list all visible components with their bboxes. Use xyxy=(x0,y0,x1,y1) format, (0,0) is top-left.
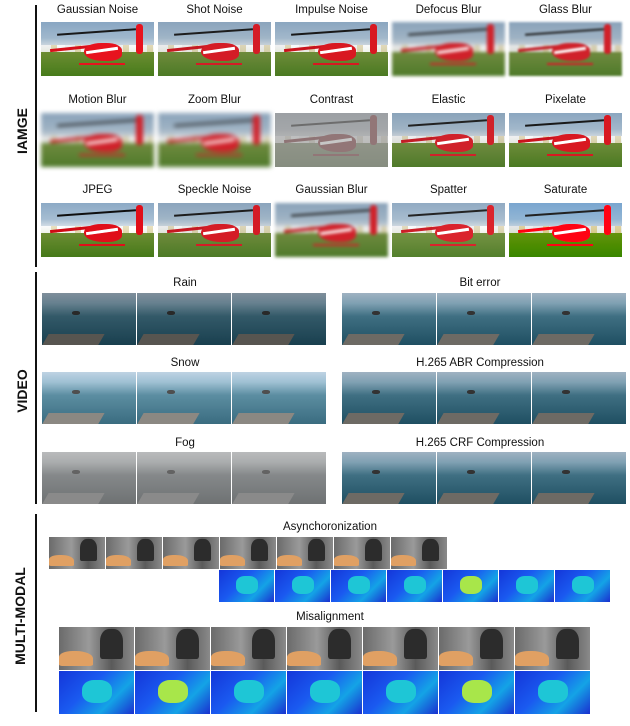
rgb-frame-tile xyxy=(363,627,438,670)
depth-frame-tile xyxy=(211,671,286,714)
section-bar-video xyxy=(35,272,37,504)
rgb-frame-tile xyxy=(49,537,105,569)
rgb-frame-tile xyxy=(515,627,590,670)
rgb-frame-tile xyxy=(439,627,514,670)
video-frame-tile xyxy=(232,452,326,504)
video-frame-tile xyxy=(342,452,436,504)
depth-frame-tile xyxy=(59,671,134,714)
rgb-frame-tile xyxy=(59,627,134,670)
section-label-multimodal: MULTI-MODAL xyxy=(12,567,28,665)
depth-frame-tile xyxy=(275,570,330,602)
caption-h265-abr: H.265 ABR Compression xyxy=(416,357,544,369)
helicopter-image-tile xyxy=(41,203,154,257)
helicopter-image-tile xyxy=(275,22,388,76)
video-frame-tile xyxy=(137,293,231,345)
image-caption: Elastic xyxy=(431,94,466,106)
helicopter-image-tile xyxy=(158,22,271,76)
video-frame-tile xyxy=(232,372,326,424)
helicopter-image-tile xyxy=(392,203,505,257)
depth-frame-tile xyxy=(135,671,210,714)
helicopter-image-tile xyxy=(158,113,271,167)
video-frame-tile xyxy=(342,293,436,345)
section-bar-image xyxy=(35,5,37,267)
image-caption: JPEG xyxy=(82,184,113,196)
image-caption: Saturate xyxy=(543,184,588,196)
image-caption: Speckle Noise xyxy=(177,184,252,196)
image-caption: Spatter xyxy=(429,184,468,196)
video-frame-tile xyxy=(437,452,531,504)
helicopter-image-tile xyxy=(392,22,505,76)
image-caption: Gaussian Blur xyxy=(295,184,368,196)
caption-snow: Snow xyxy=(170,357,200,369)
depth-frame-tile xyxy=(499,570,554,602)
image-caption: Impulse Noise xyxy=(295,4,368,16)
helicopter-image-tile xyxy=(509,22,622,76)
caption-h265-crf: H.265 CRF Compression xyxy=(415,437,545,449)
video-frame-tile xyxy=(437,293,531,345)
caption-misalignment: Misalignment xyxy=(296,611,364,623)
video-frame-tile xyxy=(42,452,136,504)
caption-fog: Fog xyxy=(175,437,195,449)
image-caption: Gaussian Noise xyxy=(56,4,139,16)
section-label-video: VIDEO xyxy=(14,369,30,413)
image-caption: Glass Blur xyxy=(538,4,593,16)
helicopter-image-tile xyxy=(41,22,154,76)
rgb-frame-tile xyxy=(211,627,286,670)
video-frame-tile xyxy=(42,372,136,424)
rgb-frame-tile xyxy=(287,627,362,670)
image-caption: Contrast xyxy=(309,94,354,106)
rgb-frame-tile xyxy=(277,537,333,569)
rgb-frame-tile xyxy=(135,627,210,670)
image-caption: Shot Noise xyxy=(186,4,243,16)
caption-asynchronization: Asynchoronization xyxy=(283,521,377,533)
depth-frame-tile xyxy=(219,570,274,602)
caption-rain: Rain xyxy=(173,277,197,289)
depth-frame-tile xyxy=(331,570,386,602)
helicopter-image-tile xyxy=(509,203,622,257)
video-frame-tile xyxy=(42,293,136,345)
depth-frame-tile xyxy=(387,570,442,602)
depth-frame-tile xyxy=(443,570,498,602)
video-frame-tile xyxy=(532,372,626,424)
video-frame-tile xyxy=(232,293,326,345)
helicopter-image-tile xyxy=(275,113,388,167)
caption-bit-error: Bit error xyxy=(459,277,501,289)
depth-frame-tile xyxy=(555,570,610,602)
rgb-frame-tile xyxy=(334,537,390,569)
video-frame-tile xyxy=(532,293,626,345)
helicopter-image-tile xyxy=(41,113,154,167)
depth-frame-tile xyxy=(515,671,590,714)
video-frame-tile xyxy=(342,372,436,424)
helicopter-image-tile xyxy=(275,203,388,257)
video-frame-tile xyxy=(532,452,626,504)
helicopter-image-tile xyxy=(509,113,622,167)
video-frame-tile xyxy=(137,452,231,504)
video-frame-tile xyxy=(137,372,231,424)
image-caption: Motion Blur xyxy=(68,94,127,106)
helicopter-image-tile xyxy=(158,203,271,257)
rgb-frame-tile xyxy=(163,537,219,569)
rgb-frame-tile xyxy=(106,537,162,569)
depth-frame-tile xyxy=(363,671,438,714)
section-bar-multimodal xyxy=(35,514,37,712)
rgb-frame-tile xyxy=(391,537,447,569)
image-caption: Zoom Blur xyxy=(187,94,242,106)
section-label-image: IAMGE xyxy=(14,108,30,154)
image-caption: Pixelate xyxy=(545,94,586,106)
video-frame-tile xyxy=(437,372,531,424)
depth-frame-tile xyxy=(439,671,514,714)
rgb-frame-tile xyxy=(220,537,276,569)
image-caption: Defocus Blur xyxy=(415,4,482,16)
helicopter-image-tile xyxy=(392,113,505,167)
depth-frame-tile xyxy=(287,671,362,714)
